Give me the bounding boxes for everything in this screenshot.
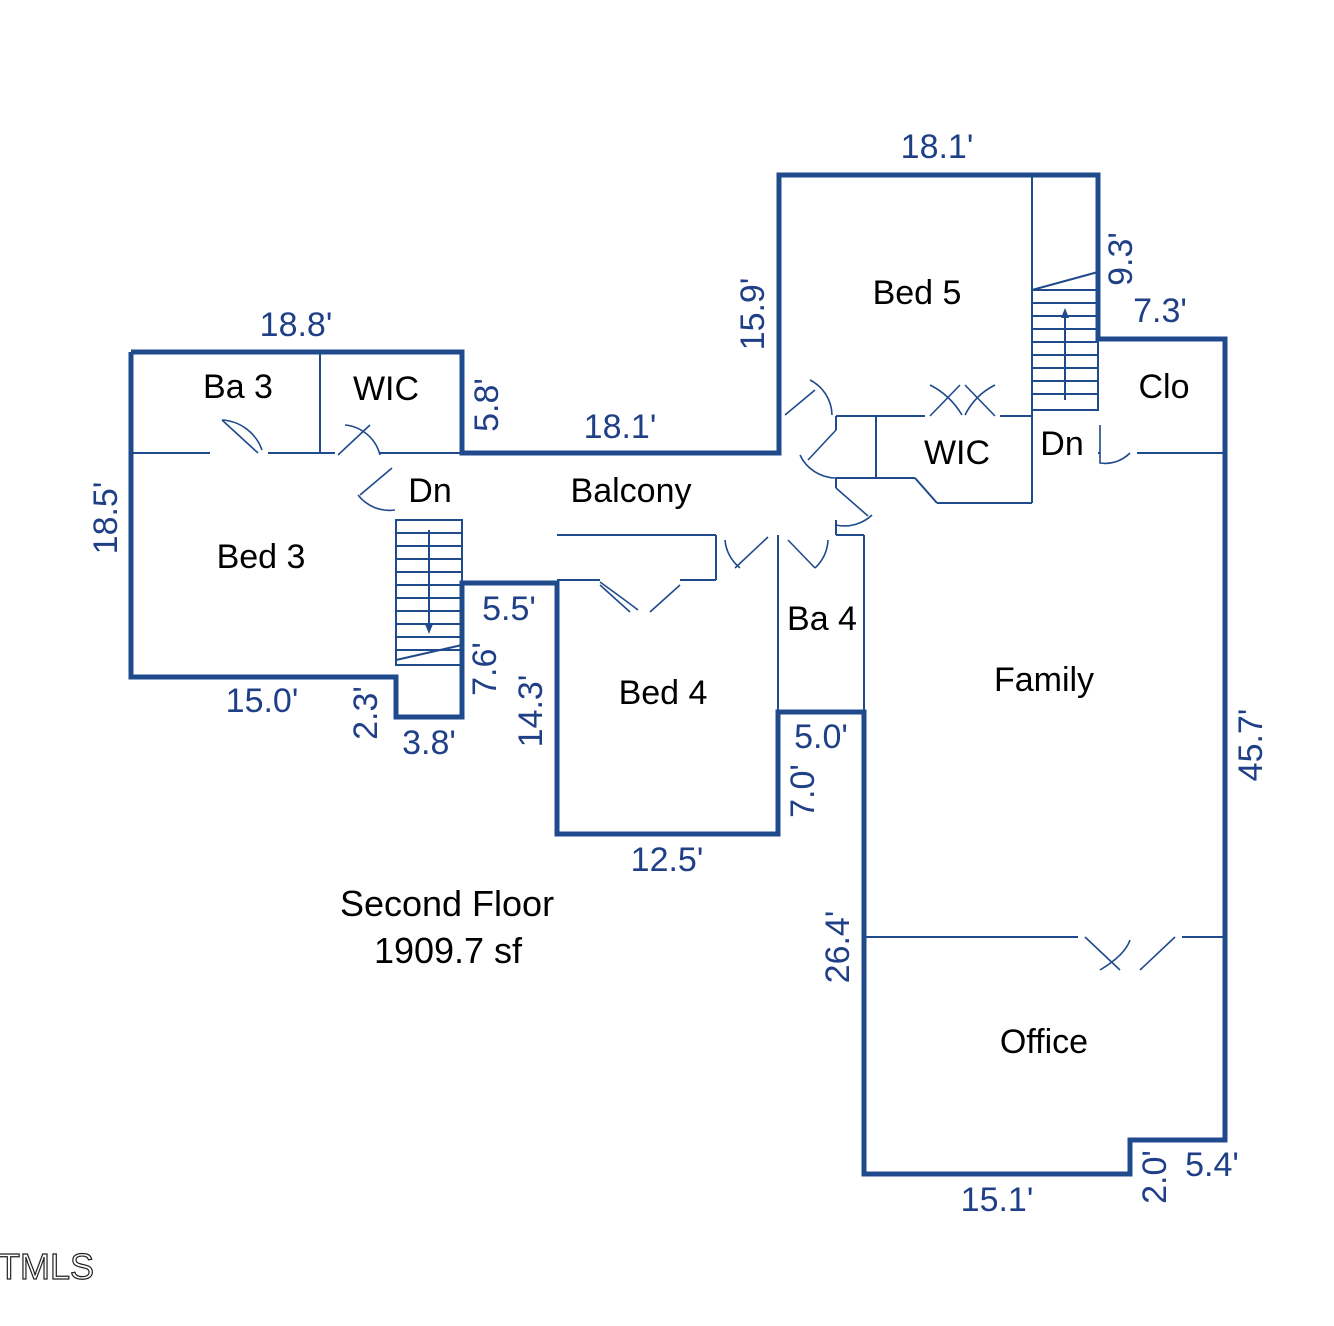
dimension-stair-right: 9.3' (1102, 232, 1140, 286)
dimension-clo-top: 7.3' (1133, 292, 1187, 330)
left-stair (395, 519, 463, 666)
dimension-office-step: 2.0' (1136, 1150, 1174, 1204)
right-stair (1031, 271, 1099, 411)
room-label-family: Family (994, 661, 1094, 699)
room-label-bed3: Bed 3 (217, 538, 306, 576)
doors (221, 379, 1176, 971)
dimension-office-bottom: 15.1' (961, 1181, 1034, 1219)
dimension-bed4-step: 5.5' (482, 590, 536, 628)
dimension-left-side: 18.5' (87, 482, 125, 555)
room-label-dn-left: Dn (408, 472, 451, 510)
dimension-stair-bottom: 3.8' (402, 724, 456, 762)
room-label-clo: Clo (1138, 368, 1189, 406)
dimension-left-top: 18.8' (260, 306, 333, 344)
dimension-left-step: 5.8' (468, 378, 506, 432)
dimension-balcony-top: 18.1' (584, 408, 657, 446)
room-label-ba4: Ba 4 (787, 600, 857, 638)
watermark: TMLS (0, 1246, 94, 1287)
floor-caption-title: Second Floor (340, 883, 554, 924)
dimension-bed3-bottom: 15.0' (226, 682, 299, 720)
dimension-bed5-top: 18.1' (901, 128, 974, 166)
room-label-balcony: Balcony (571, 472, 692, 510)
dimension-office-left: 26.4' (819, 911, 857, 984)
dimension-bed5-left: 15.9' (734, 278, 772, 351)
floor-caption-area: 1909.7 sf (374, 930, 523, 971)
room-label-wic-left: WIC (353, 370, 419, 408)
room-label-ba3: Ba 3 (203, 368, 273, 406)
room-label-office: Office (1000, 1023, 1088, 1061)
dimension-right-side: 45.7' (1232, 709, 1270, 782)
room-label-dn-right: Dn (1040, 425, 1083, 463)
room-label-wic-right: WIC (924, 434, 990, 472)
dimension-bed4-left: 14.3' (512, 675, 550, 748)
dimension-office-step-right: 5.4' (1185, 1146, 1239, 1184)
dimension-ba4-step: 5.0' (794, 718, 848, 756)
room-label-bed4: Bed 4 (619, 674, 708, 712)
dimension-stair-step: 2.3' (347, 686, 385, 740)
dimension-bed4-bottom: 12.5' (631, 841, 704, 879)
room-label-bed5: Bed 5 (873, 274, 962, 312)
dimension-stair-left: 7.6' (466, 642, 504, 696)
exterior-walls (128, 172, 1228, 1177)
dimension-ba4-side: 7.0' (784, 764, 822, 818)
